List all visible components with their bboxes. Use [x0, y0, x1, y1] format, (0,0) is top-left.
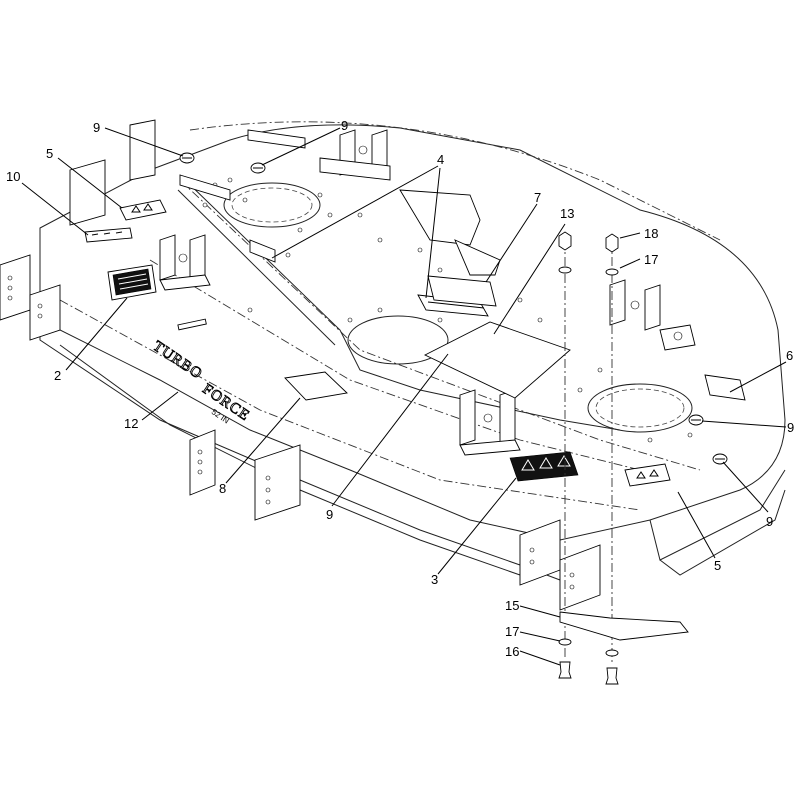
- callout-15: 15: [505, 598, 519, 613]
- decal-plate-2: [107, 264, 157, 301]
- bolt-right: [605, 667, 619, 685]
- deck-baffle-ridge-2: [177, 189, 336, 346]
- decals: TURBO FORCE 52 IN: [84, 199, 746, 487]
- decal-8: [284, 371, 348, 401]
- callout-18: 18: [644, 226, 658, 241]
- callout-3: 3: [431, 572, 438, 587]
- callout-17-top: 17: [644, 252, 658, 267]
- deck-brackets: [159, 129, 696, 456]
- deck-front-chain: [59, 299, 641, 511]
- blade-opening-center: [347, 315, 449, 365]
- emblem-turbo-force: TURBO FORCE 52 IN: [149, 338, 252, 426]
- washer-bottom-left: [558, 638, 572, 646]
- washer-bottom-right: [605, 649, 619, 657]
- decal-5-left: [119, 199, 167, 221]
- blade-opening-right-inner: [595, 388, 685, 428]
- callout-7: 7: [534, 190, 541, 205]
- leader-lines: [21, 127, 787, 666]
- deck-centerline: [179, 179, 701, 471]
- nut-left: [558, 231, 572, 251]
- decal-5-right: [624, 463, 671, 487]
- center-tab: [249, 239, 276, 263]
- callout-8: 8: [219, 481, 226, 496]
- callout-9-rear-left: 9: [93, 120, 100, 135]
- bolt-left: [558, 661, 572, 679]
- decal-10: [84, 227, 133, 243]
- deck-inner-chain: [149, 259, 641, 471]
- decal-3: [509, 451, 579, 482]
- rear-rail: [247, 129, 306, 149]
- callout-5-right: 5: [714, 558, 721, 573]
- nut-right: [605, 233, 619, 253]
- callout-17-bottom: 17: [505, 624, 519, 639]
- deck-rear-chain: [189, 121, 721, 241]
- decal-13: [423, 321, 571, 399]
- callout-labels: 9 9 5 10 4 7 13 18 17 6 9 9 5 2 12 8 9 3…: [6, 118, 794, 659]
- callout-10: 10: [6, 169, 20, 184]
- deck-skirt-right-lower: [659, 489, 786, 576]
- callout-9-center: 9: [326, 507, 333, 522]
- hardware: [558, 231, 689, 685]
- decal-7: [427, 275, 497, 307]
- mower-deck: [0, 119, 786, 611]
- callout-9-right-2: 9: [766, 514, 773, 529]
- rear-tab: [179, 174, 231, 201]
- callout-13: 13: [560, 206, 574, 221]
- callout-2: 2: [54, 368, 61, 383]
- decal-6: [704, 374, 746, 401]
- callout-16: 16: [505, 644, 519, 659]
- baffle-plate: [559, 611, 689, 641]
- washer-top-left: [558, 266, 572, 274]
- rear-rail-2: [319, 157, 391, 181]
- callout-9-rear-center: 9: [341, 118, 348, 133]
- callout-9-right-1: 9: [787, 420, 794, 435]
- washer-top-right: [605, 268, 619, 276]
- blade-opening-right: [587, 383, 693, 433]
- callout-12: 12: [124, 416, 138, 431]
- deck-top-outline: [39, 124, 786, 541]
- blade-opening-left: [223, 182, 321, 228]
- callout-5-left: 5: [46, 146, 53, 161]
- callout-6: 6: [786, 348, 793, 363]
- blade-opening-left-inner: [231, 187, 313, 223]
- emblem-line-1: TURBO: [150, 338, 205, 382]
- deck-skirt-right: [649, 469, 786, 561]
- deck-baffle-ridge: [179, 174, 621, 431]
- front-slot: [177, 318, 207, 331]
- callout-4: 4: [437, 152, 444, 167]
- deck-side-hangers: [0, 119, 601, 611]
